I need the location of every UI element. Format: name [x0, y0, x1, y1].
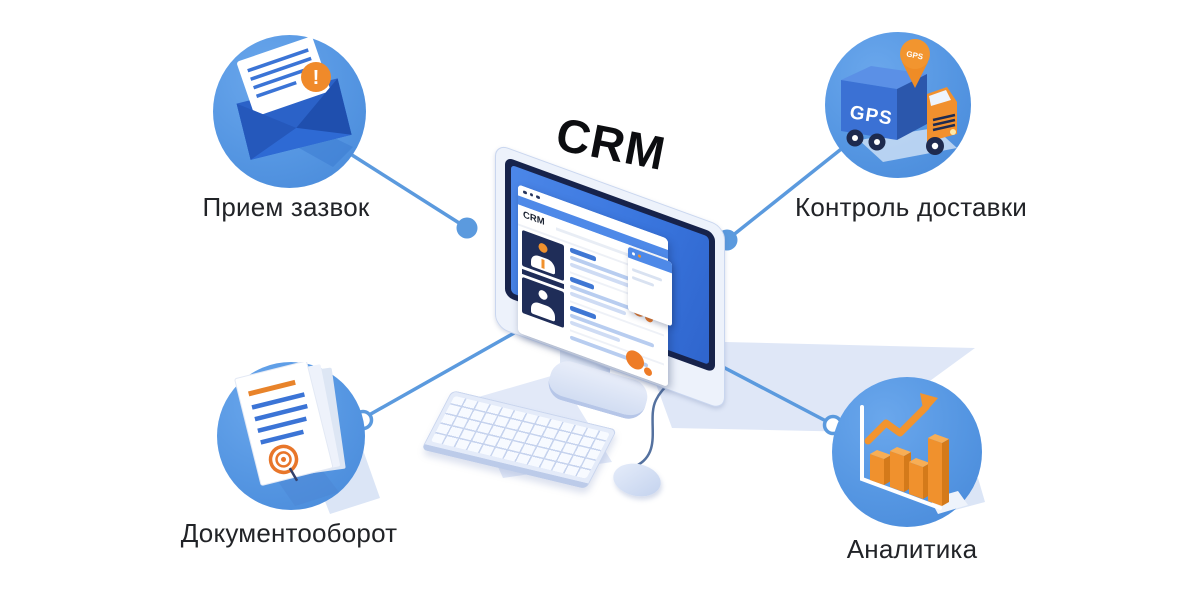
document-text-line: [260, 429, 304, 445]
document-text-line: [254, 403, 308, 422]
chart-axis: [860, 405, 942, 510]
chart-bars: [870, 434, 949, 506]
gps-pin-point: [902, 62, 928, 88]
avatar-head-icon: [538, 241, 548, 255]
envelope-icon: !: [236, 36, 353, 167]
analytics-chart-icon: [860, 393, 968, 514]
gps-truck-icon: GPS GPS: [841, 39, 957, 162]
connector-delivery: [725, 144, 847, 242]
truck-box-side: [897, 74, 927, 140]
feature-circle-documents: [217, 362, 365, 510]
truck-grill-line: [932, 113, 956, 122]
stamp-inner-ring: [275, 451, 292, 468]
bar-front: [909, 462, 923, 499]
truck-box-top: [841, 66, 927, 89]
envelope-flap-right: [296, 78, 352, 135]
bar-front: [928, 438, 942, 506]
letter-line: [253, 68, 306, 90]
feature-circle-analytics: [832, 377, 982, 527]
window-control-icon: [536, 194, 540, 200]
notification-blob: [626, 347, 644, 373]
stamp-outer-ring: [268, 444, 299, 475]
feature-circle-delivery: GPS GPS: [825, 32, 971, 178]
alert-badge-text: !: [313, 67, 320, 89]
truck-wheel-hub: [874, 139, 880, 145]
document-text-line: [257, 416, 307, 433]
truck-wheel-hub: [931, 142, 939, 150]
truck-headlight: [950, 129, 956, 135]
growth-arrow-line: [864, 403, 930, 445]
bar-front: [890, 451, 904, 492]
envelope-flap-left: [236, 103, 297, 160]
connector-dot-requests: [456, 217, 478, 239]
connector-requests: [351, 153, 468, 230]
window-control-icon: [529, 192, 533, 198]
gps-pin-head: [900, 39, 930, 69]
pen-icon: [288, 467, 299, 482]
bar-top: [909, 458, 930, 467]
documents-stamp-icon: [234, 362, 346, 506]
truck-grill-line: [932, 123, 956, 132]
letter-line: [250, 56, 312, 81]
feature-label-requests: Прием зазвок: [202, 192, 370, 222]
bar-side: [884, 455, 891, 485]
feature-label-analytics: Аналитика: [846, 534, 978, 564]
truck-windshield: [929, 90, 951, 106]
notification-blob: [644, 366, 652, 378]
growth-arrow-head: [920, 393, 938, 414]
avatar-body-icon: [531, 300, 555, 322]
feature-circle-requests: !: [213, 35, 366, 188]
bar-top: [928, 434, 949, 443]
truck-grill-line: [932, 118, 956, 127]
letter-line: [247, 48, 309, 73]
window-control-icon: [632, 251, 635, 256]
window-control-icon: [523, 189, 527, 195]
document-title-line: [248, 379, 296, 397]
letter-line: [255, 80, 297, 98]
bar-top: [890, 447, 911, 456]
feature-label-documents: Документооборот: [180, 518, 398, 548]
truck-box-front: [841, 80, 897, 140]
bar-top: [870, 450, 891, 459]
bar-side: [942, 439, 949, 506]
truck-wheel-hub: [852, 135, 858, 141]
crm-window-title: CRM: [523, 209, 545, 229]
alert-badge-icon: [301, 62, 331, 92]
avatar-head-icon: [538, 288, 548, 302]
bar-front: [870, 454, 884, 485]
stamp-center: [281, 456, 287, 462]
document-text-line: [251, 392, 305, 410]
feature-label-delivery: Контроль доставки: [795, 192, 1027, 222]
gps-pin-text: GPS: [905, 49, 924, 61]
window-control-icon: [638, 254, 641, 259]
connector-documents: [368, 326, 524, 417]
avatar-tie-icon: [541, 258, 545, 270]
